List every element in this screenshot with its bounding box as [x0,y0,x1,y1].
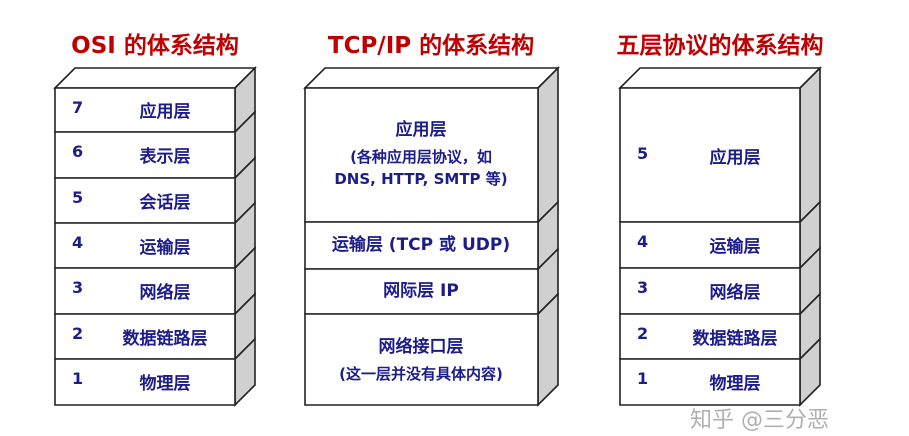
layer-name: 网络层 [139,283,191,303]
side-face [537,66,559,224]
layer-name: 网络接口层 [378,337,464,357]
layer-number: 5 [637,144,649,163]
side-face [799,66,821,224]
layer-number: 1 [72,369,84,388]
layer-name: 网络层 [709,283,761,303]
layer-name: 运输层 [139,237,191,258]
layer-box [54,358,236,406]
top-face [618,67,822,89]
layer-number: 4 [72,233,84,252]
stack-title: OSI 的体系结构 [71,33,239,59]
layer-note: DNS, HTTP, SMTP 等) [334,170,508,189]
layer-name: 表示层 [139,147,191,167]
layer-name: 数据链路层 [692,328,778,349]
layer-name: 物理层 [709,374,761,394]
layer-name: 应用层 [709,148,761,168]
layer-note: (这一层并没有具体内容) [339,364,503,383]
layer-name: 网际层 IP [383,281,459,302]
stack-title: TCP/IP 的体系结构 [327,33,535,59]
layer-note: (各种应用层协议，如 [350,147,492,166]
top-face [303,67,560,89]
layer-number: 4 [637,232,649,251]
layer-number: 7 [72,98,84,117]
side-face [537,292,559,407]
top-face [53,67,257,89]
stack-title: 五层协议的体系结构 [616,33,824,59]
layer-number: 6 [72,142,84,161]
layer-name: 运输层 [709,237,761,257]
watermark: 知乎 @三分恶 [690,408,829,433]
layer-number: 2 [637,324,649,343]
layer-number: 2 [72,324,84,343]
layer-box [619,358,801,406]
layer-box [304,313,539,406]
layer-number: 3 [72,278,84,297]
layer-name: 会话层 [139,192,191,213]
layer-number: 3 [637,278,649,297]
layer-number: 1 [637,369,649,388]
layer-name: 物理层 [139,374,191,394]
layer-name: 应用层 [139,102,191,122]
layer-number: 5 [72,188,84,207]
layer-name: 运输层 (TCP 或 UDP) [331,235,511,256]
layer-name: 应用层 [395,120,447,141]
layer-name: 数据链路层 [122,328,208,349]
